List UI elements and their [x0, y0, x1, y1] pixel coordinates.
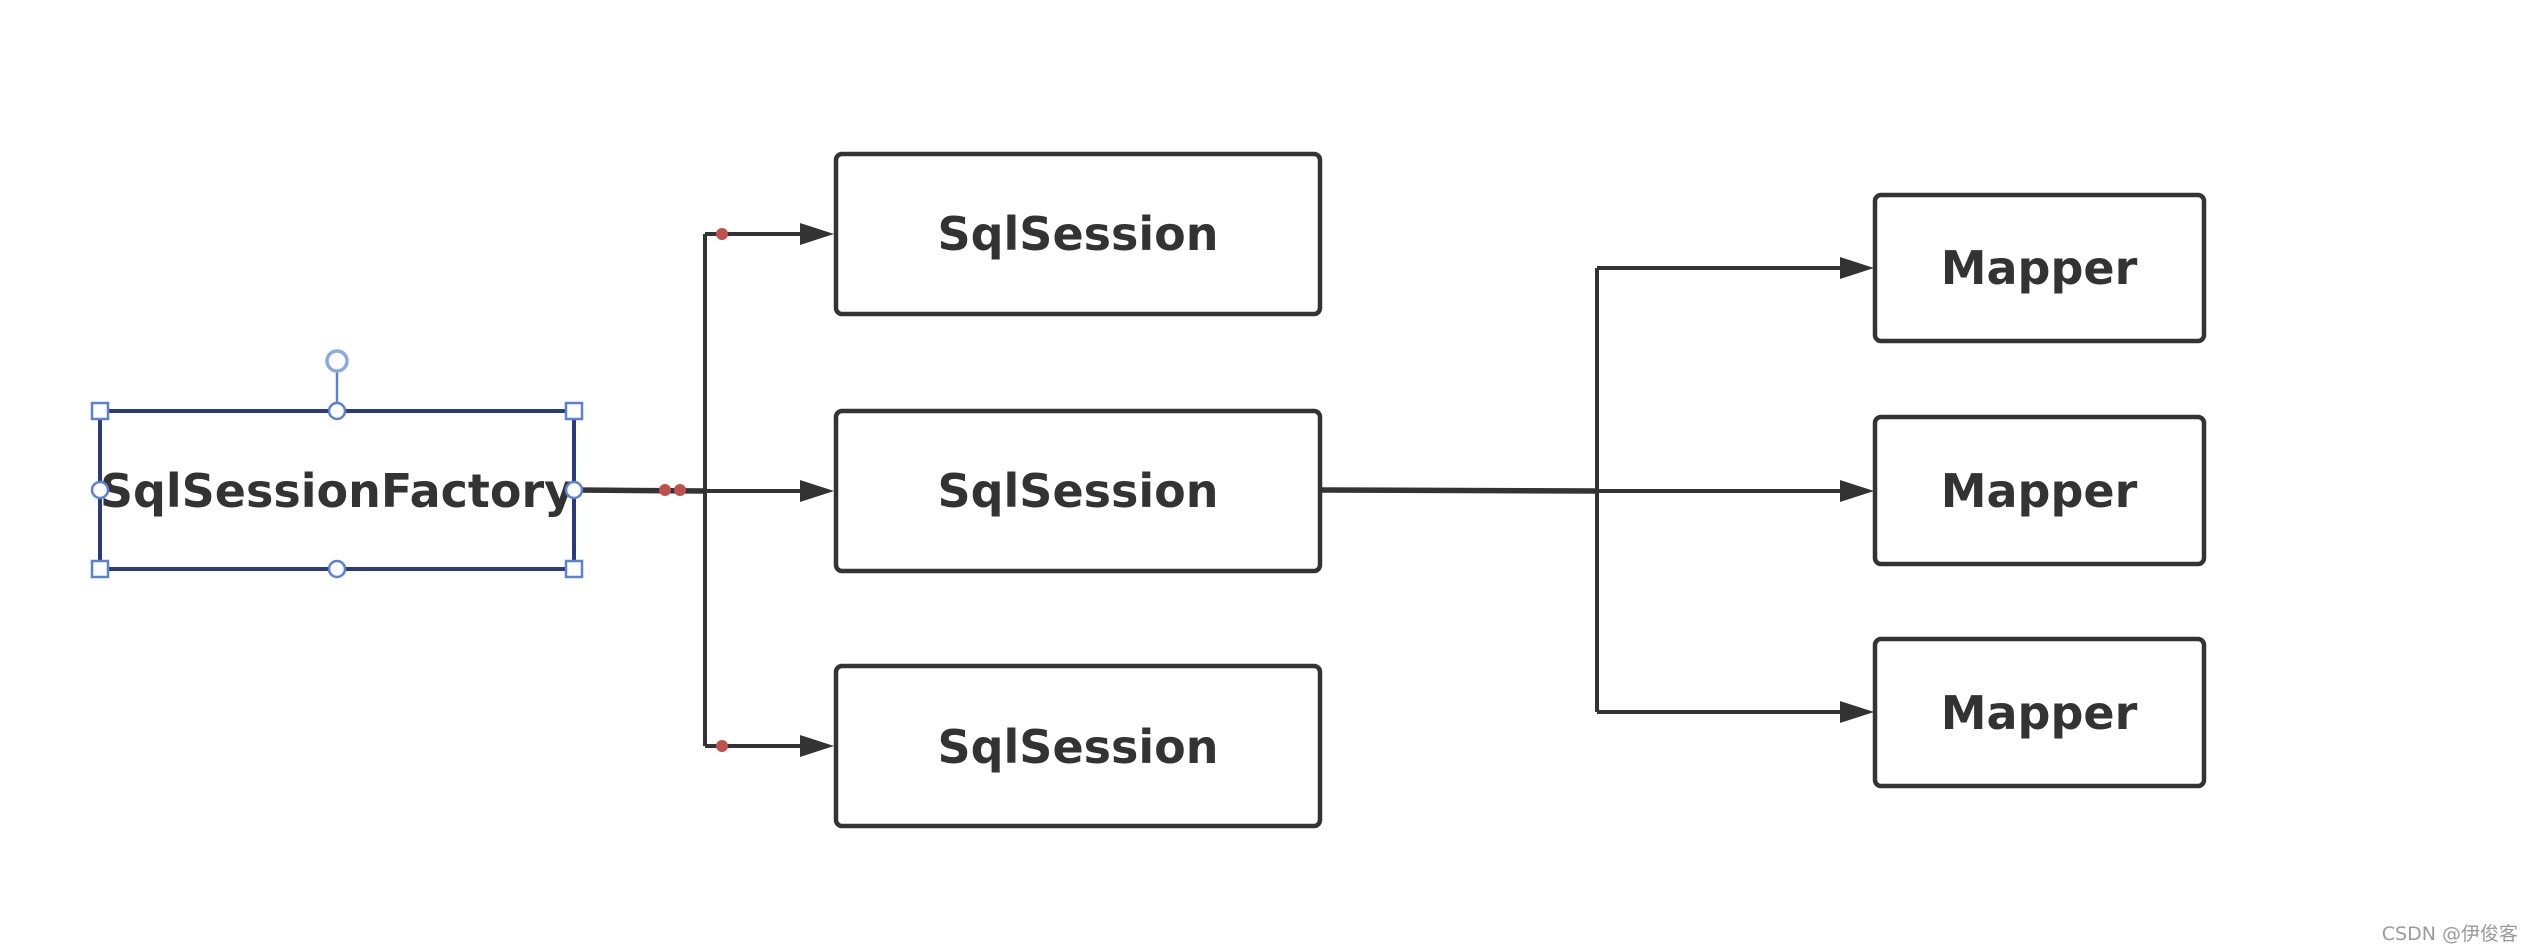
rotate-handle[interactable]: [325, 349, 349, 373]
node-sqlsessionfactory[interactable]: SqlSessionFactory: [98, 409, 576, 571]
resize-handle-top[interactable]: [327, 401, 347, 421]
node-sqlsession-box[interactable]: [833, 663, 1323, 829]
node-mapper-box[interactable]: [1872, 192, 2207, 344]
node-label: Mapper: [1941, 464, 2138, 518]
arrowhead-mapper-3: [1840, 701, 1874, 723]
node-label: SqlSession: [937, 207, 1218, 261]
node-label: Mapper: [1941, 241, 2138, 295]
selection-handles: [90, 349, 584, 579]
node-sqlsession-1[interactable]: SqlSession: [833, 151, 1323, 317]
joint-dot[interactable]: [674, 484, 686, 496]
node-label: SqlSessionFactory: [100, 464, 574, 518]
arrowhead-mapper-1: [1840, 257, 1874, 279]
edges-factory-to-sessions: [577, 223, 834, 757]
arrowhead-session-3: [800, 735, 834, 757]
node-mapper-box[interactable]: [1872, 636, 2207, 789]
resize-handle-top-right[interactable]: [564, 401, 584, 421]
resize-handle-bottom[interactable]: [327, 559, 347, 579]
node-mapper-box[interactable]: [1872, 414, 2207, 567]
node-sqlsession-box[interactable]: [833, 408, 1323, 574]
arrowhead-session-2: [800, 480, 834, 502]
resize-handle-right[interactable]: [564, 480, 584, 500]
edge-session-trunk[interactable]: [1319, 487, 1598, 494]
joint-dot[interactable]: [716, 228, 728, 240]
connector-joints: [659, 228, 728, 752]
joint-dot[interactable]: [659, 484, 671, 496]
resize-handle-bottom-left[interactable]: [90, 559, 110, 579]
node-sqlsession-2[interactable]: SqlSession: [833, 408, 1323, 574]
node-sqlsession-3[interactable]: SqlSession: [833, 663, 1323, 829]
arrowhead-session-1: [800, 223, 834, 245]
node-sqlsession-box[interactable]: [833, 151, 1323, 317]
arrowhead-mapper-2: [1840, 480, 1874, 502]
node-label: SqlSession: [937, 464, 1218, 518]
joint-dot[interactable]: [716, 740, 728, 752]
edges-session-to-mappers: [1319, 257, 1874, 723]
resize-handle-top-left[interactable]: [90, 401, 110, 421]
node-label: SqlSession: [937, 720, 1218, 774]
node-mapper-2[interactable]: Mapper: [1872, 414, 2207, 567]
watermark: CSDN @伊俊客: [2382, 923, 2518, 945]
resize-handle-left[interactable]: [90, 480, 110, 500]
node-label: Mapper: [1941, 686, 2138, 740]
resize-handle-bottom-right[interactable]: [564, 559, 584, 579]
node-mapper-1[interactable]: Mapper: [1872, 192, 2207, 344]
node-mapper-3[interactable]: Mapper: [1872, 636, 2207, 789]
